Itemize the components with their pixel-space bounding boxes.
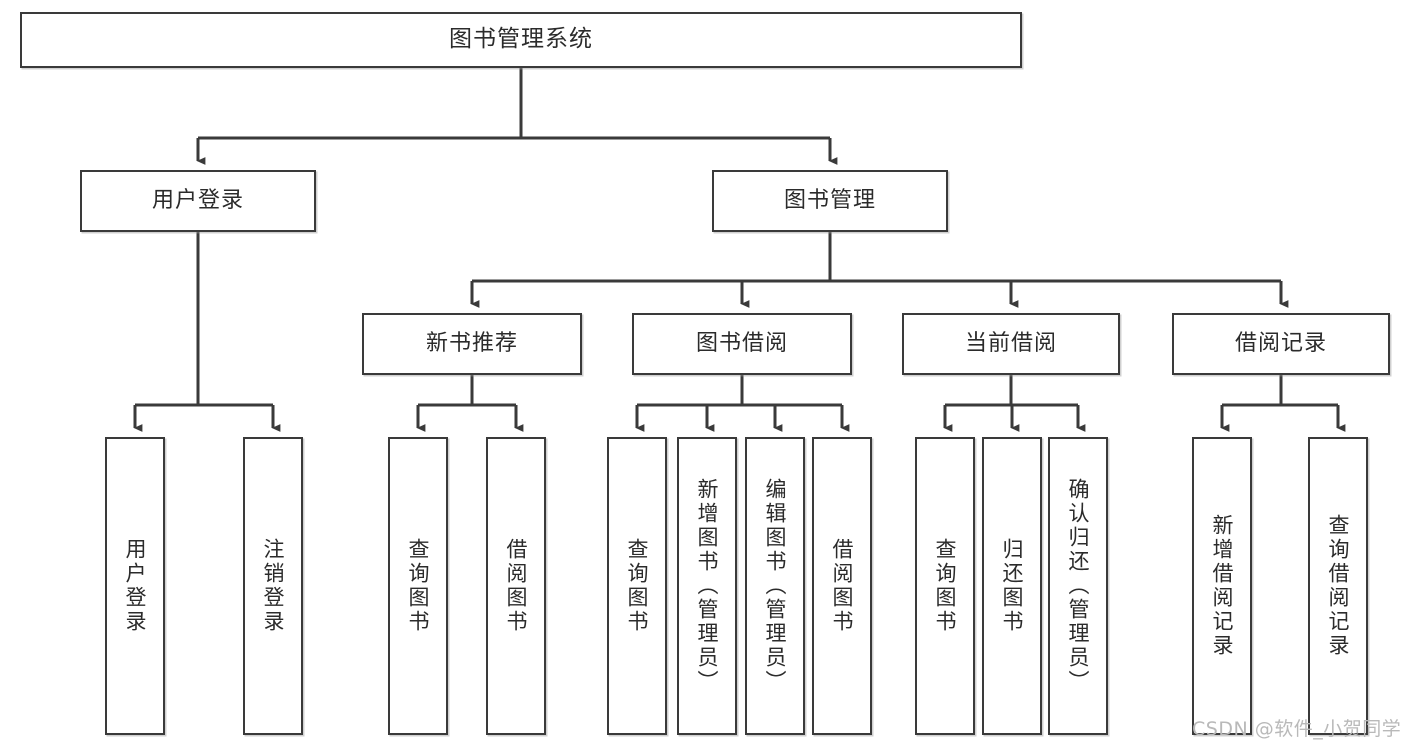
- node-label: 查询图书: [406, 538, 431, 634]
- node-book-manage[interactable]: 图书管理: [712, 170, 948, 232]
- node-label: 图书借阅: [695, 330, 788, 356]
- node-label: 归还图书: [1000, 538, 1025, 634]
- node-label: 编辑图书（管理员）: [763, 478, 788, 694]
- node-leaf-return-book[interactable]: 归还图书: [982, 437, 1042, 735]
- node-label: 查询借阅记录: [1326, 514, 1351, 658]
- node-leaf-confirm-return[interactable]: 确认归还（管理员）: [1048, 437, 1108, 735]
- node-leaf-borrow-book[interactable]: 借阅图书: [812, 437, 872, 735]
- node-user-login[interactable]: 用户登录: [80, 170, 316, 232]
- node-leaf-query-record[interactable]: 查询借阅记录: [1308, 437, 1368, 735]
- node-leaf-query-book-cur[interactable]: 查询图书: [915, 437, 975, 735]
- node-label: 新增借阅记录: [1210, 514, 1235, 658]
- node-label: 新增图书（管理员）: [695, 478, 720, 694]
- node-label: 查询图书: [625, 538, 650, 634]
- node-leaf-add-record[interactable]: 新增借阅记录: [1192, 437, 1252, 735]
- node-leaf-add-book[interactable]: 新增图书（管理员）: [677, 437, 737, 735]
- node-label: 查询图书: [933, 538, 958, 634]
- node-new-book-recommend[interactable]: 新书推荐: [362, 313, 582, 375]
- node-leaf-user-logout[interactable]: 注销登录: [243, 437, 303, 735]
- node-label: 借阅图书: [504, 538, 529, 634]
- node-label: 借阅图书: [830, 538, 855, 634]
- node-leaf-query-book-borrow[interactable]: 查询图书: [607, 437, 667, 735]
- node-label: 借阅记录: [1234, 330, 1327, 356]
- node-root[interactable]: 图书管理系统: [20, 12, 1022, 68]
- node-current-borrow[interactable]: 当前借阅: [902, 313, 1120, 375]
- node-borrow-record[interactable]: 借阅记录: [1172, 313, 1390, 375]
- node-leaf-borrow-book-rec[interactable]: 借阅图书: [486, 437, 546, 735]
- node-label: 注销登录: [261, 538, 286, 634]
- node-label: 确认归还（管理员）: [1066, 478, 1091, 694]
- node-label: 用户登录: [151, 187, 244, 213]
- node-book-borrow[interactable]: 图书借阅: [632, 313, 852, 375]
- node-label: 当前借阅: [964, 330, 1057, 356]
- node-label: 新书推荐: [425, 330, 518, 356]
- node-leaf-query-book-rec[interactable]: 查询图书: [388, 437, 448, 735]
- node-leaf-user-login[interactable]: 用户登录: [105, 437, 165, 735]
- node-leaf-edit-book[interactable]: 编辑图书（管理员）: [745, 437, 805, 735]
- node-label: 图书管理系统: [449, 26, 593, 53]
- node-label: 图书管理: [783, 187, 876, 213]
- node-label: 用户登录: [123, 538, 148, 634]
- csdn-watermark: CSDN @软件_小贺同学: [1192, 718, 1402, 740]
